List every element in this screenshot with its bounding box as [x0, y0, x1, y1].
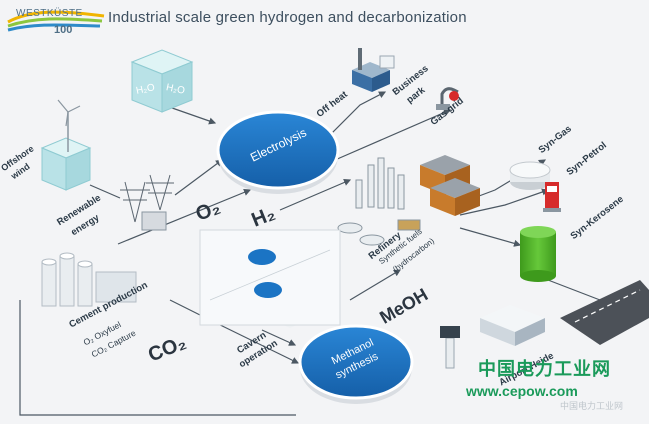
gas-grid-icon: [436, 87, 459, 110]
water-cube-left: [130, 49, 194, 113]
syn-gas-tank-icon: [509, 161, 551, 190]
connector-wind-to-grid: [89, 184, 121, 199]
connector-co2-line: [19, 300, 296, 416]
connector-kerosene-to-airport: [547, 279, 601, 301]
business-park-icon: [352, 48, 395, 92]
watermark-small: 中国电力工业网: [560, 401, 624, 411]
page-title: Industrial scale green hydrogen and deca…: [108, 9, 467, 26]
terminal-icon: [480, 305, 545, 346]
runway-icon: [560, 280, 649, 345]
watermark-cn: 中国电力工业网: [478, 359, 611, 379]
connector-refinery-synkerosene: [459, 227, 522, 247]
fuel-pump-icon: [543, 182, 561, 212]
inset-screenshot: [199, 229, 341, 326]
watermark-url: www.cepow.com: [466, 383, 578, 399]
connector-offheat: [329, 91, 387, 136]
connector-refinery-synpetrol: [459, 188, 550, 216]
refinery-icon: [337, 157, 421, 246]
cement-plant-icon: [41, 252, 137, 307]
logo-number: 100: [54, 24, 73, 36]
connector-o2-line: [117, 188, 252, 245]
control-tower-icon: [440, 326, 460, 369]
connector-gasgrid: [334, 109, 452, 161]
power-grid-icon: [120, 174, 174, 231]
water-cube-offshore: [40, 99, 92, 191]
connector-grid-to-electrolysis: [174, 159, 223, 196]
flow-connectors: [19, 91, 601, 416]
connector-cavern: [261, 329, 297, 346]
kerosene-tank-icon: [520, 226, 556, 282]
connector-meoh: [349, 269, 402, 301]
logo-text: WESTKÜSTE: [16, 8, 83, 19]
storage-blocks-icon: [420, 155, 480, 216]
electrolysis-node: [216, 110, 340, 194]
connector-h2-line: [279, 179, 352, 211]
methanol-synthesis-node: [298, 324, 414, 404]
logo-icon: [7, 10, 105, 32]
